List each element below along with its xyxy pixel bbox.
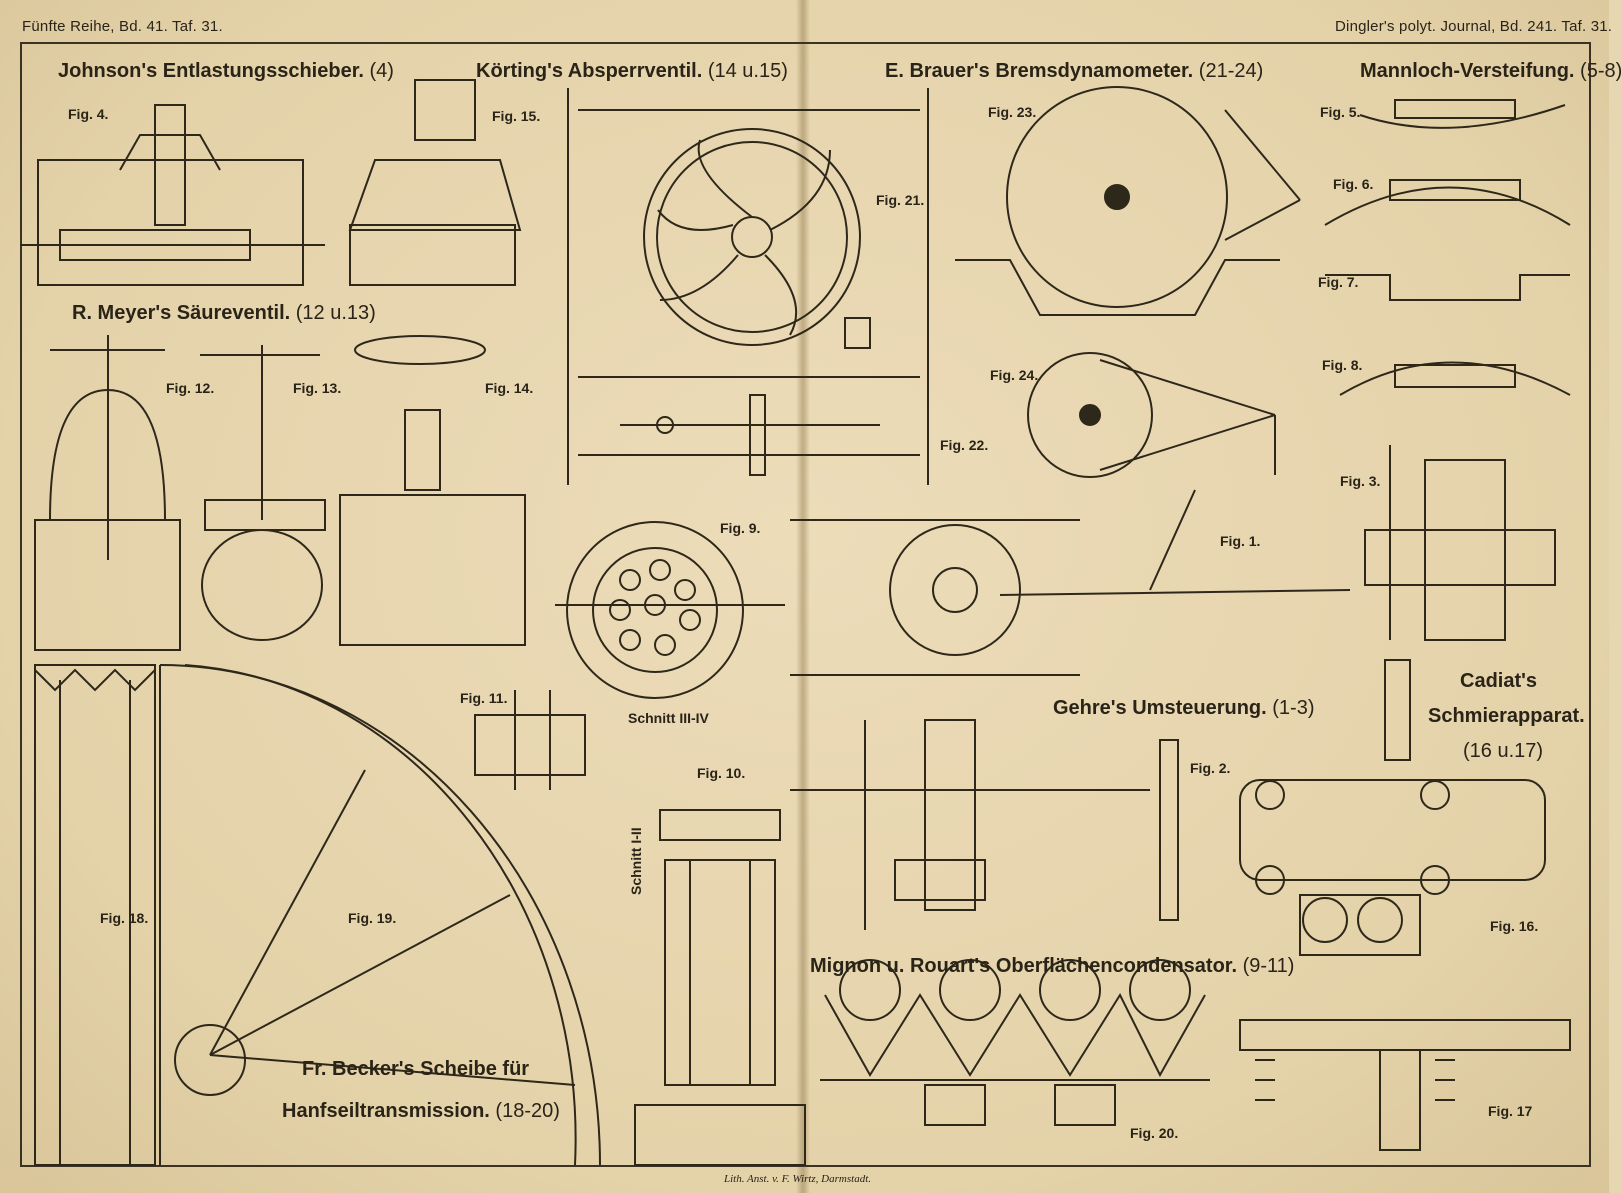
fig23-24-dynamometer-drawing — [955, 86, 1301, 478]
fig21-brake-wheel-drawing — [567, 88, 929, 485]
title-gehre-range: (1-3) — [1272, 697, 1315, 719]
title-brauer: E. Brauer's Bremsdynamometer. (21-24) — [885, 60, 1263, 83]
title-mannloch: Mannloch-Versteifung. (5-8) — [1360, 60, 1622, 83]
title-brauer-range: (21-24) — [1198, 60, 1264, 82]
title-cadiat-line1: Cadiat's — [1460, 670, 1538, 692]
fig5-label: Fig. 5. — [1320, 104, 1361, 120]
title-brauer-text: E. Brauer's Bremsdynamometer. — [885, 60, 1194, 82]
fig10-label: Fig. 10. — [697, 765, 746, 781]
fig2-drawing — [790, 719, 1179, 930]
fig16-label: Fig. 16. — [1490, 918, 1539, 934]
fig3-drawing — [1364, 445, 1556, 641]
title-cadiat-line2: Schmierapparat. — [1428, 705, 1585, 727]
title-mannloch-text: Mannloch-Versteifung. — [1360, 60, 1575, 82]
fig24-label: Fig. 24. — [990, 367, 1039, 383]
fig11-label: Fig. 11. — [460, 690, 508, 706]
section-label-1-2: Schnitt I-II — [628, 827, 644, 895]
fig8-label: Fig. 8. — [1322, 357, 1363, 373]
title-becker-line1: Fr. Becker's Scheibe für — [302, 1058, 530, 1080]
fig19-label: Fig. 19. — [348, 910, 397, 926]
title-koerting-text: Körting's Absperrventil. — [476, 60, 703, 82]
title-mignon-text: Mignon u. Rouart's Oberflächencondensato… — [810, 955, 1238, 977]
header-right: Dingler's polyt. Journal, Bd. 241. Taf. … — [1335, 18, 1613, 35]
title-gehre-text: Gehre's Umsteuerung. — [1053, 697, 1267, 719]
fig20-condenser-tubes-drawing — [820, 959, 1210, 1126]
fig4-slide-valve-drawing — [20, 104, 325, 286]
title-johnson-range: (4) — [369, 60, 394, 82]
fig1-label: Fig. 1. — [1220, 533, 1261, 549]
fig21-label: Fig. 21. — [876, 192, 925, 208]
title-mignon: Mignon u. Rouart's Oberflächencondensato… — [810, 955, 1294, 978]
fig9-condenser-section-drawing — [555, 521, 785, 699]
fig22-label: Fig. 22. — [940, 437, 989, 453]
fig13-label: Fig. 13. — [293, 380, 342, 396]
fig1-reversing-gear-drawing — [790, 489, 1351, 676]
title-becker-line2: Hanfseiltransmission. (18-20) — [282, 1100, 560, 1123]
section-label-3-4: Schnitt III-IV — [628, 710, 709, 726]
center-fold — [796, 0, 810, 1193]
title-gehre: Gehre's Umsteuerung. (1-3) — [1053, 697, 1315, 720]
fig12-14-valves-drawing — [34, 335, 526, 651]
title-cadiat-range: (16 u.17) — [1463, 740, 1544, 762]
fig3-label: Fig. 3. — [1340, 473, 1381, 489]
title-mannloch-range: (5-8) — [1580, 60, 1622, 82]
fig17-label: Fig. 17 — [1488, 1103, 1533, 1119]
fig18-label: Fig. 18. — [100, 910, 149, 926]
header-left: Fünfte Reihe, Bd. 41. Taf. 31. — [22, 18, 223, 35]
fig23-label: Fig. 23. — [988, 104, 1037, 120]
title-meyer-text: R. Meyer's Säureventil. — [72, 302, 291, 324]
fig15-label: Fig. 15. — [492, 108, 541, 124]
fig2-label: Fig. 2. — [1190, 760, 1231, 776]
title-koerting-range: (14 u.15) — [707, 60, 788, 82]
title-becker-text: Hanfseiltransmission. — [282, 1100, 490, 1122]
fig12-label: Fig. 12. — [166, 380, 215, 396]
fig14-label: Fig. 14. — [485, 380, 534, 396]
fig15-valve-drawing — [348, 79, 522, 286]
fig18-19-pulley-drawing — [34, 664, 601, 1166]
title-johnson-text: Johnson's Entlastungsschieber. — [58, 60, 364, 82]
fig9-label: Fig. 9. — [720, 520, 761, 536]
fig6-label: Fig. 6. — [1333, 176, 1374, 192]
lithographer-imprint: Lith. Anst. v. F. Wirtz, Darmstadt. — [724, 1173, 871, 1185]
fig16-17-lubricator-drawing — [1239, 659, 1571, 1151]
title-koerting: Körting's Absperrventil. (14 u.15) — [476, 60, 788, 83]
title-johnson: Johnson's Entlastungsschieber. (4) — [58, 60, 394, 83]
title-meyer: R. Meyer's Säureventil. (12 u.13) — [72, 302, 376, 325]
title-becker-range: (18-20) — [495, 1100, 560, 1122]
fig7-label: Fig. 7. — [1318, 274, 1359, 290]
fig10-11-drawing — [474, 690, 806, 1166]
fig4-label: Fig. 4. — [68, 106, 109, 122]
title-mignon-range: (9-11) — [1242, 955, 1295, 977]
title-meyer-range: (12 u.13) — [295, 302, 376, 324]
fig20-label: Fig. 20. — [1130, 1125, 1179, 1141]
fig5-8-manhole-drawing — [1324, 99, 1571, 396]
